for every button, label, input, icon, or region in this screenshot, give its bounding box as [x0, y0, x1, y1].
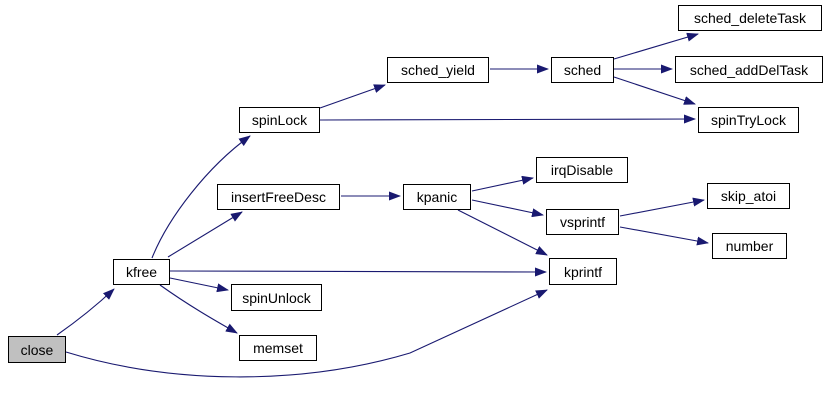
- node-kfree[interactable]: kfree: [113, 259, 170, 285]
- node-close: close: [8, 336, 66, 363]
- edge-kfree-to-insertFreeDesc: [167, 211, 243, 258]
- edge-kpanic-to-irqDisable: [471, 175, 534, 192]
- edge-spinLock-to-sched_yield: [319, 84, 386, 109]
- node-sched_addDelTask[interactable]: sched_addDelTask: [675, 56, 823, 83]
- edge-kpanic-to-vsprintf: [471, 199, 544, 218]
- node-spinUnlock[interactable]: spinUnlock: [231, 284, 322, 311]
- node-skip_atoi[interactable]: skip_atoi: [707, 183, 790, 209]
- node-sched_yield-label: sched_yield: [401, 62, 475, 78]
- node-sched_deleteTask[interactable]: sched_deleteTask: [678, 5, 822, 31]
- node-number[interactable]: number: [712, 233, 787, 259]
- edge-sched-to-spinTryLock: [613, 76, 696, 105]
- node-memset[interactable]: memset: [239, 335, 317, 361]
- node-kpanic[interactable]: kpanic: [403, 184, 471, 210]
- node-irqDisable-label: irqDisable: [550, 162, 614, 178]
- node-insertFreeDesc-label: insertFreeDesc: [231, 189, 326, 205]
- edge-kfree-to-kprintf: [169, 267, 547, 277]
- node-spinTryLock[interactable]: spinTryLock: [698, 107, 799, 133]
- node-vsprintf[interactable]: vsprintf: [546, 209, 619, 235]
- edge-vsprintf-to-skip_atoi: [619, 197, 705, 217]
- node-sched_addDelTask-label: sched_addDelTask: [689, 61, 809, 78]
- node-spinLock[interactable]: spinLock: [239, 107, 320, 133]
- node-sched_yield[interactable]: sched_yield: [387, 57, 489, 83]
- node-sched[interactable]: sched: [551, 57, 614, 83]
- node-vsprintf-label: vsprintf: [559, 214, 606, 230]
- node-kfree-label: kfree: [125, 264, 158, 280]
- node-spinUnlock-label: spinUnlock: [242, 289, 311, 306]
- node-irqDisable[interactable]: irqDisable: [536, 157, 628, 183]
- edge-spinLock-to-spinTryLock: [319, 114, 696, 124]
- node-spinLock-label: spinLock: [251, 112, 308, 128]
- edge-kfree-to-spinUnlock: [169, 277, 229, 293]
- node-kpanic-label: kpanic: [416, 189, 458, 205]
- edge-kfree-to-spinLock: [151, 135, 251, 259]
- node-insertFreeDesc[interactable]: insertFreeDesc: [217, 184, 340, 210]
- node-memset-label: memset: [253, 340, 303, 356]
- node-sched_deleteTask-label: sched_deleteTask: [693, 10, 807, 26]
- edge-kfree-to-memset: [159, 284, 238, 334]
- node-spinTryLock-label: spinTryLock: [711, 112, 786, 128]
- node-number-label: number: [725, 238, 774, 254]
- node-close-label: close: [20, 341, 54, 358]
- edge-kpanic-to-kprintf: [457, 209, 548, 256]
- edge-close-to-kprintf: [65, 289, 548, 378]
- edge-vsprintf-to-number: [619, 226, 709, 246]
- node-sched-label: sched: [563, 62, 602, 78]
- node-kprintf[interactable]: kprintf: [549, 258, 617, 285]
- node-kprintf-label: kprintf: [563, 263, 603, 280]
- node-skip_atoi-label: skip_atoi: [720, 188, 777, 204]
- edge-close-to-kfree: [56, 288, 115, 336]
- edge-sched-to-sched_deleteTask: [613, 32, 699, 60]
